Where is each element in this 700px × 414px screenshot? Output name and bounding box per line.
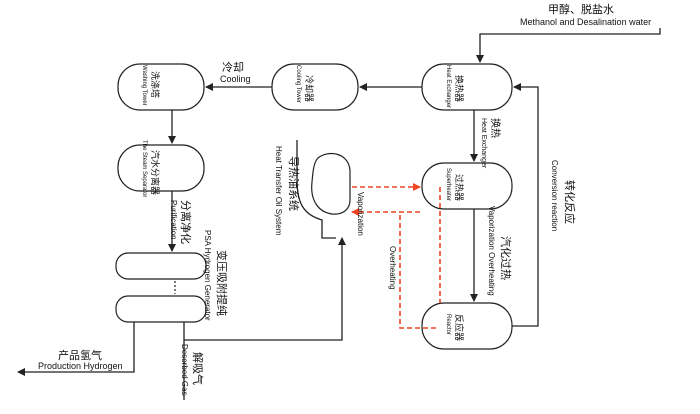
production-hydrogen-line <box>17 322 135 376</box>
steam-separator-label-cn: 汽水分离器 <box>149 150 161 195</box>
washing-tower-label-cn: 洗涤塔 <box>149 71 161 98</box>
reactor-vessel <box>421 302 513 350</box>
washing-tower-vessel <box>117 63 205 111</box>
steam-separator-label-en: The Steam Separator <box>141 140 147 197</box>
conversion-label-en: Conversion reaction <box>550 160 559 231</box>
reactor-label-en: Reactor <box>445 314 451 335</box>
superheater-label-en: Superheater <box>445 168 451 201</box>
cooling-tower-label-en: Cooling Tower <box>295 65 301 103</box>
oil-system-label-cn: 导热油系统 <box>287 156 301 211</box>
superheater-vessel <box>421 162 513 210</box>
desorbed-label-en: Desorbed Gas <box>180 344 189 396</box>
oil-system-label-en: Heat Transfer Oil System <box>274 146 283 236</box>
cooling-tower-label-cn: 冷却器 <box>303 75 315 102</box>
heat-exchange-flow-cn: 换热 <box>489 118 502 138</box>
input-label-cn: 甲醇、脱盐水 <box>548 2 614 16</box>
purification-label-cn: 分离净化 <box>179 200 193 244</box>
cooling-flow-label-en: Cooling <box>220 74 251 84</box>
psa-generator <box>115 252 207 323</box>
cooling-tower-vessel <box>271 63 359 111</box>
reactor-heat-line <box>399 212 436 329</box>
heat-exchange-flow-en: Heat Exchanger <box>480 118 487 169</box>
conversion-return-line <box>512 83 539 327</box>
heat-exchanger-vessel <box>421 63 513 111</box>
oil-system-shape <box>296 140 351 239</box>
heat-exchanger-label-en: Heat Exchanger <box>445 65 451 108</box>
washing-tower-label-en: Washing Tower <box>141 65 147 106</box>
psa-label-en: PSA Hydrogen Generator <box>203 230 212 321</box>
cooling-flow-label-cn: 冷却 <box>222 61 244 74</box>
input-label-en: Methanol and Desalination water <box>520 17 651 27</box>
conversion-label-cn: 转化反应 <box>563 180 577 224</box>
purification-label-en: Purification <box>169 200 178 240</box>
desorbed-label-cn: 解吸气 <box>191 352 205 385</box>
production-label-en: Production Hydrogen <box>38 361 123 371</box>
steam-separator-vessel <box>117 144 205 192</box>
vap-overheat-label-cn: 汽化过热 <box>499 236 513 280</box>
vaporization-label: Vaporization <box>356 192 365 236</box>
production-label-cn: 产品氢气 <box>58 348 102 362</box>
reactor-label-cn: 反应器 <box>453 314 465 341</box>
heat-exchanger-label-cn: 换热器 <box>453 75 465 102</box>
vap-overheat-label-en: Vaporization Overheating <box>487 206 496 296</box>
desorbed-to-oil-line <box>184 237 346 341</box>
superheater-label-cn: 过热器 <box>453 174 465 201</box>
psa-label-cn: 变压吸附提纯 <box>215 250 229 316</box>
overheating-label: Overheating <box>388 246 397 290</box>
input-flow-line <box>476 28 661 63</box>
